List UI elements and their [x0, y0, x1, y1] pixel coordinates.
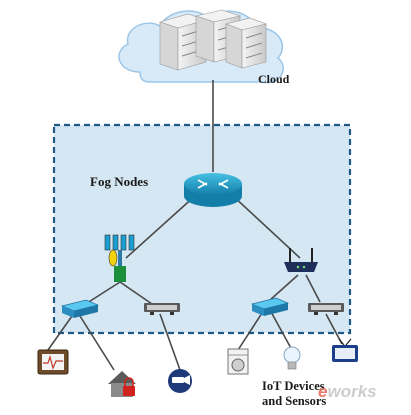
watermark-prefix: e	[318, 382, 328, 401]
cloud-label: Cloud	[258, 72, 290, 86]
gateway-icon	[144, 303, 180, 315]
fog-area	[52, 123, 352, 335]
watermark-text: works	[327, 382, 377, 401]
iot-label-line2: and Sensors	[262, 394, 327, 408]
light-bulb-icon	[283, 346, 301, 370]
switch-icon	[60, 299, 100, 318]
watermark-logo: eworks	[318, 382, 377, 402]
server-icon	[224, 17, 268, 69]
fog-nodes-label: Fog Nodes	[90, 174, 149, 189]
wireless-router-icon	[284, 248, 318, 272]
iot-devices-label: IoT Devices and Sensors	[262, 379, 362, 409]
iot-label-line1: IoT Devices	[262, 379, 325, 393]
switch-icon	[250, 297, 290, 316]
washing-machine-icon	[227, 348, 249, 375]
network-links	[47, 80, 343, 371]
server-icon	[158, 13, 208, 71]
cell-tower-icon	[104, 234, 135, 282]
camera-icon	[168, 369, 192, 393]
monitor-icon	[37, 349, 69, 375]
home-lock-icon	[108, 371, 136, 397]
gateway-icon	[308, 303, 344, 315]
tv-icon	[332, 338, 358, 362]
router-icon	[184, 173, 242, 207]
